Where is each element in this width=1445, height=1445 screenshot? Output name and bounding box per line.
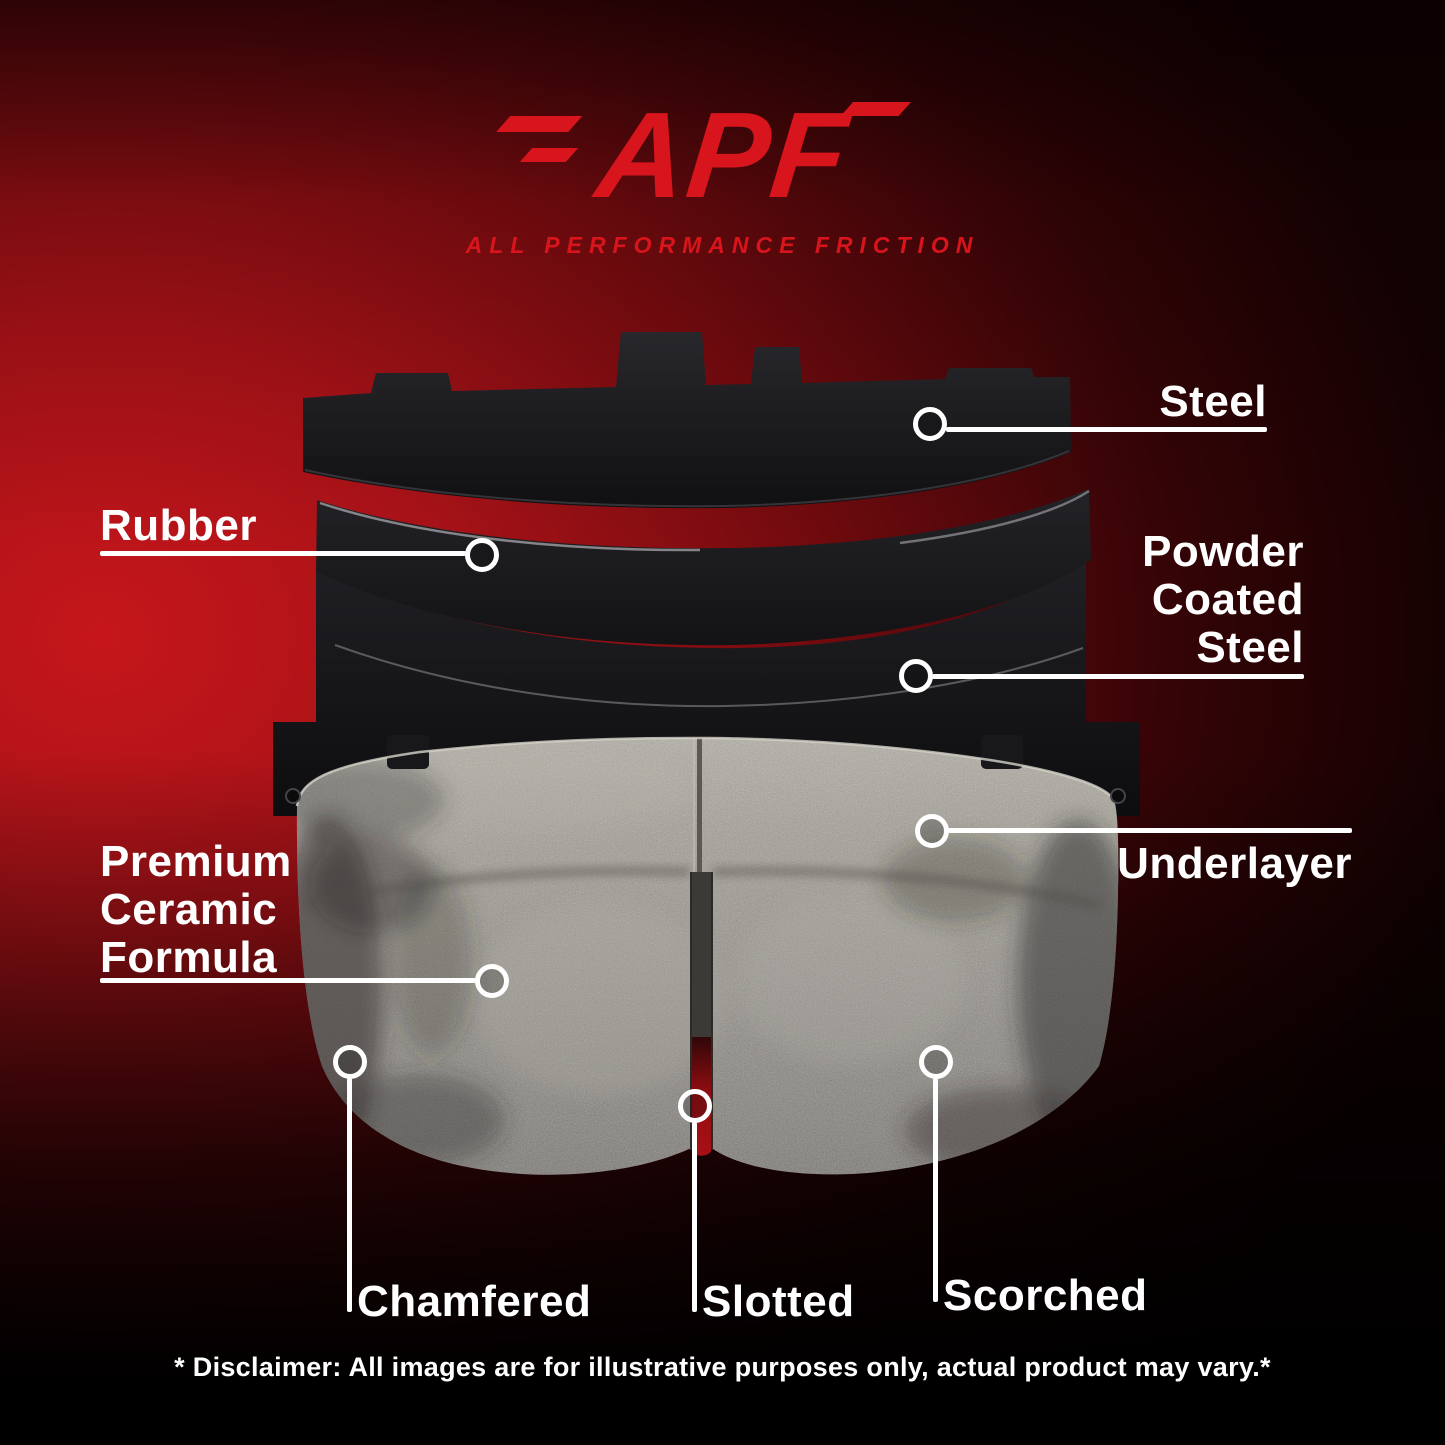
ceramic-pad-shape (295, 735, 1119, 1175)
steel-callout-marker (913, 407, 947, 441)
underlayer-callout-line (948, 828, 1352, 833)
chamfered-label: Chamfered (357, 1277, 592, 1326)
steel-label: Steel (1159, 377, 1267, 426)
logo-tagline: ALL PERFORMANCE FRICTION (465, 232, 980, 258)
slot-shape (690, 738, 713, 1156)
chamfered-callout-marker (333, 1045, 367, 1079)
disclaimer-text: * Disclaimer: All images are for illustr… (174, 1352, 1271, 1382)
abutment-tab-left (387, 735, 429, 769)
powder-coated-steel-label: Powder Coated Steel (1142, 527, 1304, 672)
logo-brand-text: APF (495, 87, 911, 223)
speed-line-icon (519, 148, 578, 162)
steel-callout-line (946, 427, 1267, 432)
underlayer-callout-marker (915, 814, 949, 848)
speed-line-icon (840, 102, 911, 116)
scorched-callout-marker (919, 1045, 953, 1079)
rubber-callout-marker (465, 538, 499, 572)
slotted-label: Slotted (702, 1277, 855, 1326)
rubber-callout-line (100, 551, 466, 556)
scorched-label: Scorched (943, 1271, 1148, 1320)
premium-ceramic-callout-line (100, 978, 476, 983)
steel-backing-plate-shape (303, 332, 1071, 509)
premium-ceramic-label: Premium Ceramic Formula (100, 837, 292, 982)
underlayer-label: Underlayer (1117, 839, 1352, 888)
chamfered-callout-line (347, 1078, 352, 1312)
logo: APF ALL PERFORMANCE FRICTION (0, 87, 1445, 259)
powder-coated-steel-callout-line (932, 674, 1304, 679)
scorched-callout-line (933, 1078, 938, 1302)
speed-line-icon (495, 116, 582, 132)
rivet-holes (285, 788, 1126, 804)
powder-coated-steel-callout-marker (899, 659, 933, 693)
slotted-callout-marker (678, 1089, 712, 1123)
premium-ceramic-callout-marker (475, 964, 509, 998)
rubber-label: Rubber (100, 501, 257, 550)
slotted-callout-line (692, 1122, 697, 1312)
rubber-shim-shape (316, 489, 1091, 646)
